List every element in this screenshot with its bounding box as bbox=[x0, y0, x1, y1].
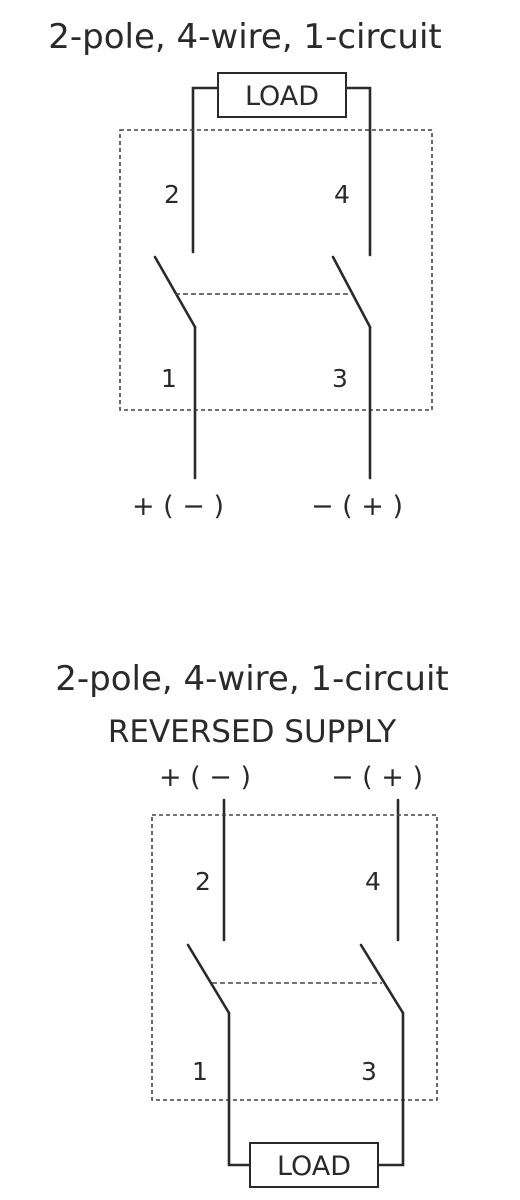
switch-blade-right bbox=[331, 255, 372, 329]
load-wire-left bbox=[227, 1011, 252, 1167]
supply-right-label: − ( + ) bbox=[311, 491, 403, 522]
load-box bbox=[249, 1142, 379, 1188]
diagram-top-title: 2-pole, 4-wire, 1-circuit bbox=[48, 17, 441, 57]
supply-left-label: + ( − ) bbox=[132, 491, 224, 522]
terminal-4-label: 4 bbox=[334, 180, 350, 209]
terminal-2-label: 2 bbox=[164, 180, 180, 209]
supply-left-label: + ( − ) bbox=[159, 762, 251, 793]
load-wire-right bbox=[344, 86, 372, 257]
load-label: LOAD bbox=[245, 81, 319, 112]
switch-blade-right bbox=[359, 943, 405, 1015]
switch-enclosure bbox=[151, 814, 438, 1101]
terminal-4-label: 4 bbox=[365, 867, 381, 896]
load-box bbox=[217, 72, 347, 118]
load-wire-right bbox=[376, 1011, 405, 1167]
diagram-bottom-title: 2-pole, 4-wire, 1-circuit bbox=[55, 659, 448, 699]
diagram-top: 2-pole, 4-wire, 1-circuit LOAD 2 4 1 3 +… bbox=[48, 17, 441, 522]
supply-right-label: − ( + ) bbox=[331, 762, 423, 793]
terminal-2-label: 2 bbox=[195, 867, 211, 896]
load-label: LOAD bbox=[277, 1151, 351, 1182]
diagram-bottom: 2-pole, 4-wire, 1-circuit REVERSED SUPPL… bbox=[55, 659, 449, 1188]
terminal-3-label: 3 bbox=[361, 1057, 377, 1086]
load-wire-left bbox=[191, 86, 220, 254]
switch-enclosure bbox=[119, 129, 433, 411]
terminal-3-label: 3 bbox=[332, 364, 348, 393]
switch-blade-left bbox=[153, 255, 197, 329]
switch-blade-left bbox=[186, 943, 231, 1015]
diagram-bottom-subtitle: REVERSED SUPPLY bbox=[108, 714, 396, 750]
terminal-1-label: 1 bbox=[161, 364, 177, 393]
terminal-1-label: 1 bbox=[192, 1057, 208, 1086]
